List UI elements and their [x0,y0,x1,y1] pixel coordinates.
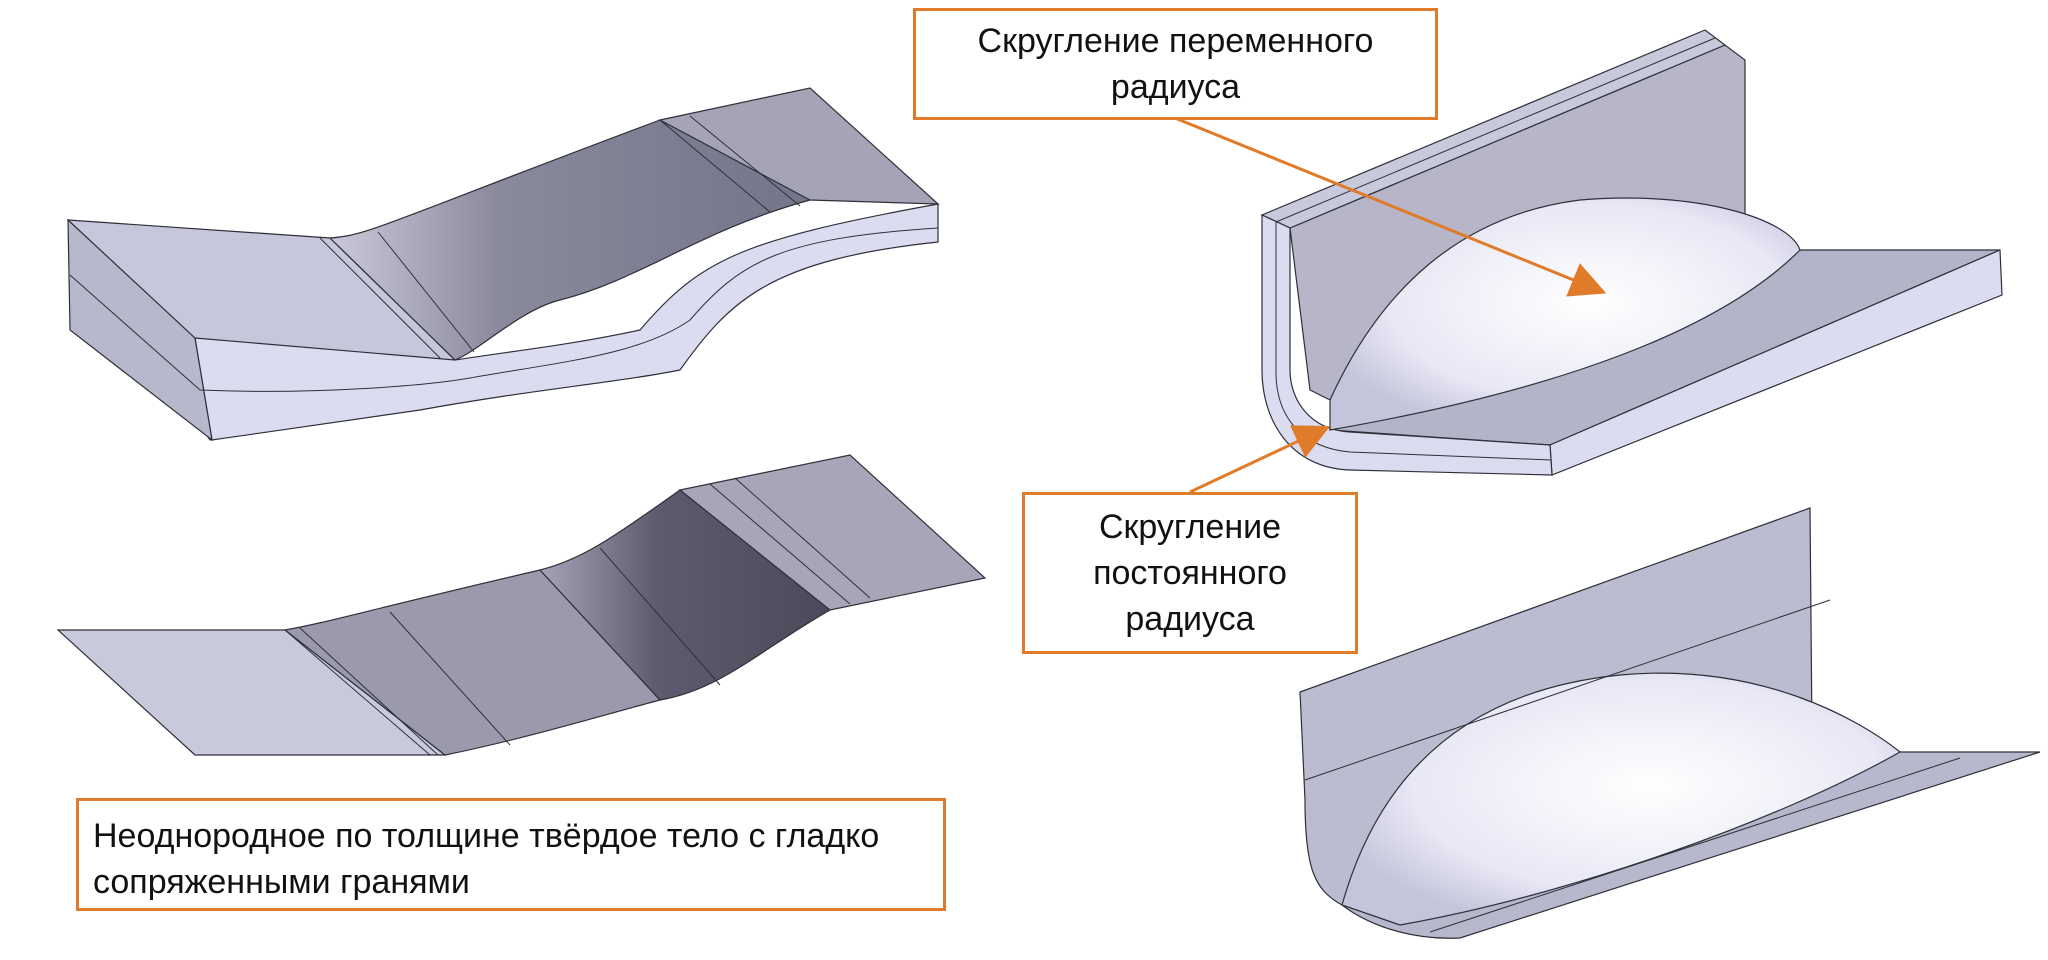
note-line-2: сопряженными гранями [93,863,470,901]
sheet-crease-5 [709,483,851,605]
solid-top-crease-3 [659,119,771,213]
variable-radius-callout: Скругление переменного радиуса [913,8,1438,120]
constant-radius-label-line-2: постоянного [1093,554,1287,592]
solid-top-crease-1 [319,237,441,359]
solid-top-side-face [67,218,213,442]
sheet-crease-4 [599,547,721,686]
body-description-note: Неоднородное по толщине твёрдое тело с г… [76,798,946,911]
variable-radius-label-line-1: Скругление переменного [977,22,1374,60]
solid-top-layer-line [69,227,939,392]
fillet-top-wall-line [1275,37,1716,223]
fillet-top-variable-radius-surface [1329,197,1801,431]
sheet-bottom-left [56,454,987,756]
variable-radius-arrow [1174,116,1607,297]
solid-top-crease-2 [377,231,475,353]
sheet-crease-2 [299,627,439,756]
shell-crease-2 [1429,757,1961,933]
fillet-top-end-face [1261,214,1553,476]
sheet-right-flat-face [678,454,987,611]
solid-fillet-top-right [1260,29,2003,476]
sheet-crease-1 [284,629,431,756]
variable-radius-label-line-2: радиуса [1110,68,1241,106]
note-line-1: Неоднородное по толщине твёрдое тело с г… [93,817,880,855]
solid-variable-thickness-top [66,87,940,442]
sheet-crease-3 [389,611,511,746]
solid-top-slope-face [328,119,812,361]
shell-variable-radius-surface [1341,672,1902,926]
constant-radius-label-line-1: Скругление [1098,508,1282,546]
shell-crease-1 [1304,599,1831,781]
constant-radius-label-line-3: радиуса [1125,600,1255,638]
solid-top-front-face [194,203,939,441]
constant-radius-arrow [1189,425,1331,494]
shell-fillet-bottom-right [1299,507,2041,939]
solid-top-crease-4 [689,115,801,207]
sheet-crease-6 [734,477,871,599]
constant-radius-callout: Скругление постоянного радиуса [1022,492,1358,654]
